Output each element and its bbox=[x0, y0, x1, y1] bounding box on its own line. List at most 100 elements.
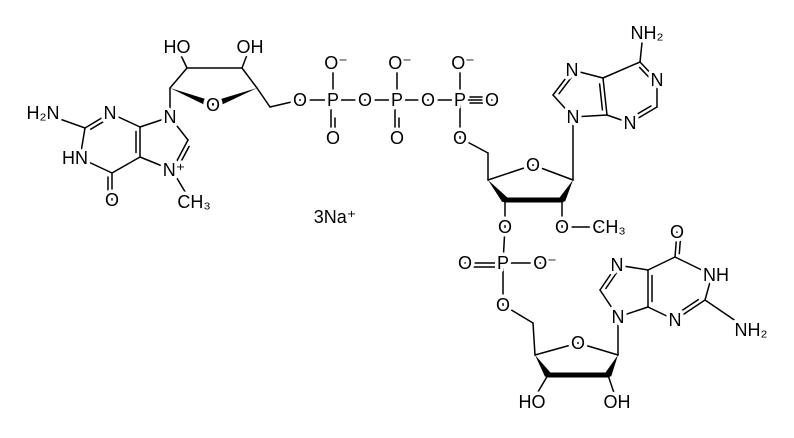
atom-label: HO bbox=[519, 392, 546, 412]
bond bbox=[139, 156, 173, 171]
atom-label: O bbox=[326, 128, 340, 148]
bond bbox=[109, 112, 141, 128]
bond bbox=[631, 105, 652, 118]
wedge-bond bbox=[211, 88, 257, 109]
atom-label: NH₂ bbox=[735, 320, 768, 340]
atom-label: N bbox=[164, 107, 177, 127]
atom-label: CH₃ bbox=[177, 192, 210, 212]
bond bbox=[532, 164, 574, 181]
bond bbox=[256, 87, 271, 108]
atom-label: O bbox=[458, 253, 472, 273]
bond bbox=[577, 342, 619, 356]
bond bbox=[90, 117, 110, 130]
bond bbox=[616, 264, 649, 271]
atom-label: N bbox=[669, 310, 682, 330]
bond bbox=[487, 164, 534, 181]
bond bbox=[638, 66, 653, 81]
bond bbox=[639, 61, 658, 81]
bond bbox=[606, 114, 631, 124]
atom-label: O bbox=[358, 90, 372, 110]
atom-label: N bbox=[104, 103, 117, 123]
bond bbox=[598, 83, 604, 111]
bond bbox=[571, 69, 604, 79]
bond bbox=[531, 374, 549, 403]
atom-label: O⁻ bbox=[451, 53, 475, 73]
atom-label: O bbox=[670, 222, 684, 242]
bond bbox=[674, 299, 706, 321]
bond bbox=[599, 289, 619, 318]
bond bbox=[241, 67, 258, 89]
bond bbox=[84, 112, 111, 129]
atom-label: O bbox=[555, 217, 569, 237]
atom-label: N bbox=[567, 107, 580, 127]
atom-label: OH bbox=[237, 37, 264, 57]
bond bbox=[502, 226, 506, 264]
wedge-bond bbox=[535, 355, 551, 377]
atom-label: O⁻ bbox=[388, 53, 412, 73]
bond bbox=[674, 231, 678, 258]
bond bbox=[111, 156, 141, 174]
bond bbox=[176, 46, 188, 69]
atom-label: NH bbox=[703, 265, 729, 285]
atom-label: HO bbox=[164, 37, 191, 57]
bond bbox=[169, 67, 188, 89]
wedge-bond bbox=[558, 180, 573, 202]
wedge-bond bbox=[604, 355, 618, 377]
bond bbox=[552, 94, 574, 118]
bond bbox=[459, 137, 489, 154]
atom-label: O bbox=[571, 333, 585, 353]
bond bbox=[605, 270, 619, 290]
bond bbox=[502, 304, 534, 324]
atom-label: O bbox=[453, 128, 467, 148]
atom-label: O⁻ bbox=[324, 53, 348, 73]
atom-label: P bbox=[497, 253, 509, 273]
bond bbox=[704, 299, 750, 331]
wedge-bond bbox=[170, 88, 215, 109]
bond bbox=[674, 256, 713, 276]
bond bbox=[79, 157, 113, 174]
bond bbox=[704, 274, 713, 301]
counterion-label: 3Na⁺ bbox=[314, 207, 357, 227]
bonds bbox=[42, 32, 750, 403]
atom-label: O⁻ bbox=[533, 253, 557, 273]
atom-label: N bbox=[651, 70, 664, 90]
bond bbox=[552, 69, 573, 96]
bond bbox=[42, 112, 86, 129]
bond bbox=[607, 374, 618, 403]
bond bbox=[599, 264, 618, 291]
atom-label: P bbox=[391, 90, 403, 110]
bond bbox=[532, 322, 536, 356]
bond bbox=[639, 32, 644, 63]
bond bbox=[572, 114, 608, 118]
atom-label: O bbox=[293, 90, 307, 110]
bond bbox=[602, 61, 641, 79]
atom-label: N bbox=[611, 255, 624, 275]
bond bbox=[241, 46, 251, 69]
bond bbox=[629, 106, 658, 124]
bond bbox=[558, 75, 574, 95]
atom-label: O bbox=[390, 128, 404, 148]
bond bbox=[647, 306, 676, 321]
atom-label: O bbox=[496, 295, 510, 315]
wedge-bond bbox=[488, 180, 508, 203]
bond bbox=[647, 256, 676, 271]
atom-label: CH₃ bbox=[592, 217, 625, 237]
bond bbox=[139, 116, 171, 128]
bond bbox=[171, 139, 189, 171]
bond bbox=[534, 342, 579, 356]
bond bbox=[79, 127, 86, 159]
atom-label: NH₂ bbox=[631, 23, 664, 43]
bond bbox=[171, 169, 191, 201]
bond bbox=[177, 145, 190, 169]
atom-label: H₂N bbox=[27, 103, 60, 123]
atom-label: O bbox=[485, 90, 499, 110]
atom-label: O bbox=[526, 155, 540, 175]
atom-label: N bbox=[566, 60, 579, 80]
atom-label: O bbox=[498, 217, 512, 237]
atom-label: HN bbox=[62, 148, 88, 168]
atom-label: N bbox=[612, 307, 625, 327]
atom-label: P bbox=[327, 90, 339, 110]
atom-label: N bbox=[624, 113, 637, 133]
